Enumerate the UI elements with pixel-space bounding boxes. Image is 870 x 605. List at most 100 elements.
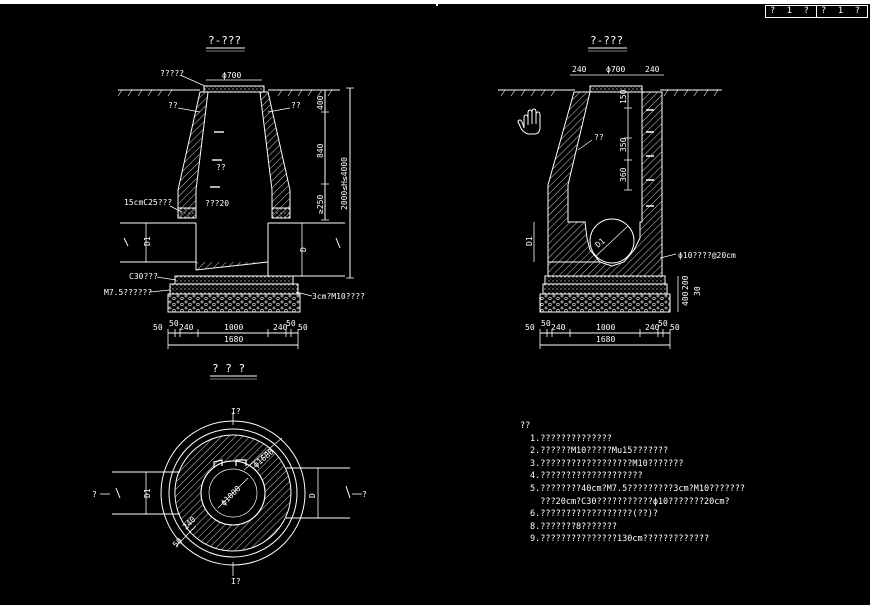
leader-line: [177, 107, 201, 113]
dim-bottom: 50: [525, 323, 535, 332]
dim-240-left: 240: [572, 65, 587, 74]
title-block-cell: ? 1 ?: [815, 6, 867, 17]
left-section-title: ?-???: [208, 34, 241, 47]
top-border-bar: [0, 0, 870, 4]
note-item: 2.??????M10?????Mu15???????: [530, 446, 669, 457]
dim-400: 400: [316, 95, 325, 110]
step-iron: [235, 459, 247, 466]
plan-title: ? ? ?: [212, 362, 245, 375]
leader-line: [179, 74, 206, 87]
manhole-cover: [203, 85, 265, 93]
title-block-cell: ? 1 ?: [769, 6, 812, 16]
m75-base: [169, 283, 299, 295]
label-m75: M7.5??????: [104, 288, 152, 297]
c30-base: [544, 275, 666, 285]
ground-hatch: [117, 89, 333, 97]
pipe-break: [123, 237, 129, 247]
title-block: ? 1 ? ? 1 ?: [764, 5, 868, 18]
section-label-right: ?: [362, 490, 367, 499]
base-circle: [168, 428, 298, 558]
dim-ticks: [321, 87, 354, 279]
note-item: 6.??????????????????(??)?: [530, 509, 658, 520]
plan-view: [100, 412, 362, 576]
dim-bottom: 50: [286, 319, 296, 328]
dim-30: 30: [693, 286, 702, 296]
dim-bottom: 240: [179, 323, 194, 332]
leader-line: [156, 276, 177, 281]
label-d: D: [299, 247, 308, 252]
hand-cursor-icon: [517, 108, 541, 135]
c30-base: [174, 275, 294, 285]
leader-line: [169, 205, 183, 213]
diameter-1000-line: [217, 477, 249, 509]
label-steel: ϕ10????@20cm: [678, 251, 736, 260]
dim-bottom: 50: [169, 319, 179, 328]
label-concrete: 15cmC25???: [124, 198, 172, 207]
leader-line: [149, 289, 171, 293]
bench-slope: [195, 261, 269, 271]
dim-350: 350: [619, 137, 628, 152]
dim-bottom: 240: [273, 323, 288, 332]
dim-bottom: 240: [645, 323, 660, 332]
dim-bottom: 1000: [596, 323, 615, 332]
label-d1: D1: [143, 488, 152, 498]
pipe-break: [335, 237, 341, 249]
dim-ticks: [624, 91, 632, 191]
label-m10: 3cm?M10????: [312, 292, 365, 301]
label-wall-right: ??: [291, 101, 301, 110]
note-item: 5.????????40cm?M7.5?????????3cm?M10?????…: [530, 483, 745, 494]
step-marks: [646, 109, 654, 207]
label-middle: ??: [216, 163, 226, 172]
note-item: 3.??????????????????M10???????: [530, 458, 684, 469]
m75-base: [542, 283, 668, 295]
dim-overall: 1680: [596, 335, 615, 344]
diameter-1680-line: [243, 437, 283, 471]
label-d1: D1: [143, 236, 152, 246]
dim-240-right: 240: [645, 65, 660, 74]
dim-400: 400: [681, 291, 690, 306]
note-item: ???20cm?C30???????????ϕ10???????20cm?: [530, 496, 730, 507]
dim-bottom: 50: [670, 323, 680, 332]
inner-circle: [200, 460, 266, 526]
dim-top-diameter: ϕ700: [606, 65, 625, 74]
pipe-break: [115, 487, 121, 499]
shaft-circle: [208, 468, 258, 518]
dim-1000: ϕ1000: [219, 484, 243, 508]
dim-ticks-bottom: [167, 329, 299, 349]
right-section-view: [498, 74, 722, 349]
notes-block: ?? 1.?????????????? 2.??????M10?????Mu15…: [520, 420, 745, 546]
bench-block: [177, 207, 197, 219]
dim-bottom: 240: [551, 323, 566, 332]
leader-line: [659, 253, 677, 259]
notes-heading: ??: [520, 421, 531, 431]
label-wall-left: ??: [168, 101, 178, 110]
label-d1: D1: [525, 236, 534, 246]
pipe-diameter-line: [595, 225, 629, 257]
dim-bottom: 50: [541, 319, 551, 328]
label-c30: C30???: [129, 272, 158, 281]
dim-200: 200: [681, 275, 690, 290]
manhole-cover: [589, 85, 643, 93]
section-label-left: ?: [92, 490, 97, 499]
label-pipe: ???20: [205, 199, 229, 208]
pipe-break: [345, 485, 351, 499]
dim-150: 150: [619, 89, 628, 104]
right-section-title: ?-???: [590, 34, 623, 47]
section-label-bottom: I?: [231, 577, 241, 586]
leader-line: [295, 291, 313, 297]
note-item: 8.???????8???????: [530, 521, 617, 532]
dim-total-height: 2000≤H≤4000: [340, 157, 349, 210]
label-cover: ?????: [160, 69, 184, 78]
dim-top-diameter: ϕ700: [222, 71, 241, 80]
leader-line: [267, 107, 291, 113]
gravel-base: [167, 293, 301, 313]
note-item: 4.????????????????????: [530, 471, 643, 482]
label-upper: ??: [594, 133, 604, 142]
dim-bottom: 1000: [224, 323, 243, 332]
top-border-tick: [436, 0, 438, 6]
ground-hatch: [500, 89, 719, 97]
note-item: 9.???????????????130cm?????????????: [530, 534, 710, 545]
label-d: D: [308, 493, 317, 498]
bench-block: [271, 207, 291, 219]
